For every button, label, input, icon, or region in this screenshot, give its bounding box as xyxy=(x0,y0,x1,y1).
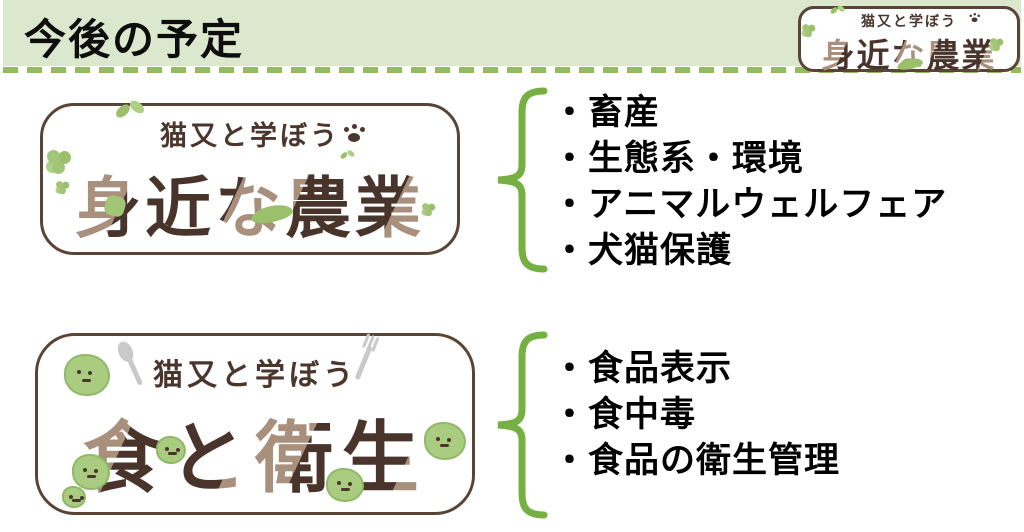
sprout-icon xyxy=(113,100,147,130)
hygiene-topic-list: ・食品表示 ・食中毒 ・食品の衛生管理 xyxy=(552,346,840,484)
brace-hygiene xyxy=(488,330,548,520)
list-item: ・犬猫保護 xyxy=(552,231,733,270)
list-item: ・食中毒 xyxy=(552,395,697,434)
sprout-icon xyxy=(829,5,846,20)
logo-agriculture-title: 身近な農業 xyxy=(43,155,457,251)
page-title: 今後の予定 xyxy=(24,16,245,63)
list-item: ・生態系・環境 xyxy=(552,139,805,178)
dashed-divider xyxy=(3,67,1021,73)
paw-icon xyxy=(343,124,367,146)
paw-icon xyxy=(969,13,981,24)
corner-logo-title: 身近な農業 xyxy=(801,29,1017,77)
germ-icon xyxy=(64,354,110,396)
logo-hygiene: 猫又と学ぼう 食と衛生 xyxy=(35,333,475,515)
list-item: ・畜産 xyxy=(552,93,661,132)
germ-icon xyxy=(156,436,186,464)
clover-icon xyxy=(55,180,72,197)
sprout-icon xyxy=(339,150,356,165)
brace-agriculture xyxy=(488,86,548,274)
list-item: ・食品の衛生管理 xyxy=(552,441,841,480)
agriculture-topic-list: ・畜産 ・生態系・環境 ・アニマルウェルフェア ・犬猫保護 xyxy=(552,90,947,274)
germ-icon xyxy=(72,454,110,490)
germ-icon xyxy=(62,486,86,508)
logo-hygiene-tagline: 猫又と学ぼう xyxy=(153,359,357,392)
clover-icon xyxy=(45,148,75,178)
list-item: ・食品表示 xyxy=(552,349,733,388)
corner-logo-tagline: 猫又と学ぼう xyxy=(861,13,957,29)
germ-icon xyxy=(424,422,466,460)
corner-logo-agriculture: 猫又と学ぼう 身近な農業 xyxy=(798,5,1020,74)
list-item: ・アニマルウェルフェア xyxy=(552,185,948,224)
germ-icon xyxy=(326,468,364,502)
logo-hygiene-title: 食と衛生 xyxy=(38,396,472,508)
logo-agriculture-tagline: 猫又と学ぼう xyxy=(160,121,340,151)
clover-icon xyxy=(801,23,818,40)
logo-agriculture: 猫又と学ぼう 身近な農業 xyxy=(40,103,460,255)
clover-icon xyxy=(989,37,1006,54)
clover-icon xyxy=(421,202,438,219)
